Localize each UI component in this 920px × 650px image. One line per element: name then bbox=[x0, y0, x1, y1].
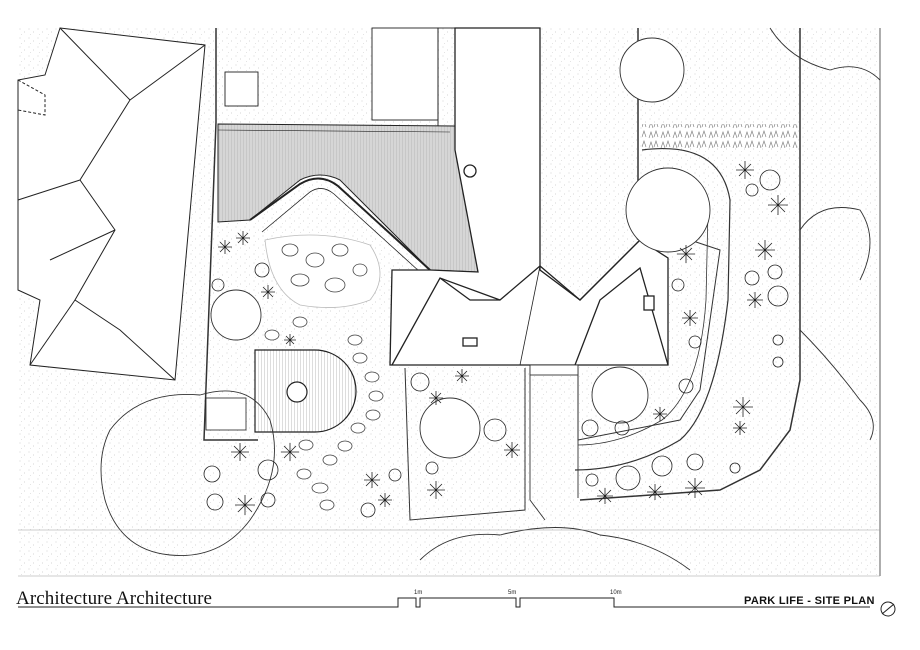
drawing-title: PARK LIFE - SITE PLAN bbox=[744, 595, 875, 607]
stepping-stones bbox=[264, 234, 384, 511]
title-block-line bbox=[18, 597, 870, 608]
shrub-symbols bbox=[203, 161, 789, 518]
adjacent-structures bbox=[224, 27, 541, 129]
scale-label-5m: 5m bbox=[508, 590, 517, 596]
street-verge bbox=[18, 529, 880, 577]
curved-deck bbox=[205, 349, 357, 433]
firm-name: Architecture Architecture bbox=[16, 588, 213, 609]
north-arrow-icon bbox=[880, 601, 896, 617]
scale-label-1m: 1m bbox=[414, 590, 423, 596]
tree-canopies bbox=[100, 27, 881, 571]
scale-label-10m: 10m bbox=[610, 590, 622, 596]
entry-path bbox=[529, 364, 579, 521]
neighbour-house-roof bbox=[17, 27, 206, 381]
